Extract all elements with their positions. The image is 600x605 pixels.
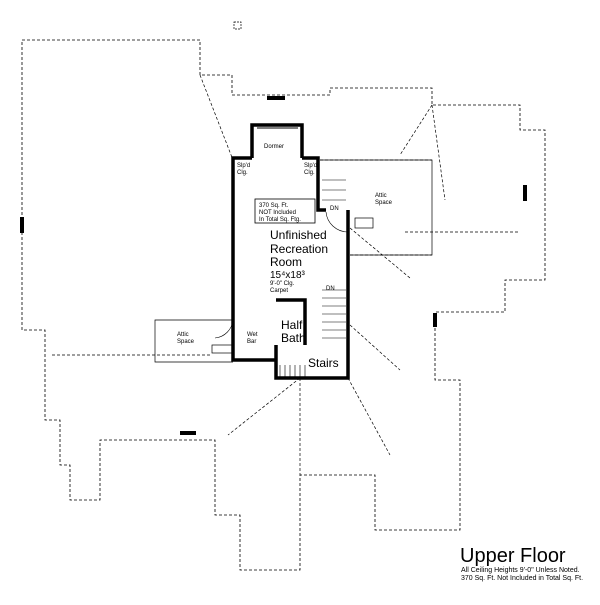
room-name: Unfinished <box>270 228 327 242</box>
dormer-label: Dormer <box>264 144 284 150</box>
room-name: Recreation <box>270 242 328 256</box>
plan-note: All Ceiling Heights 9'-0" Unless Noted. <box>461 567 580 574</box>
door-swing-attic <box>214 319 234 339</box>
room-walls <box>231 123 350 380</box>
down-label: DN <box>326 286 335 292</box>
attic-label: Space <box>177 339 195 345</box>
wet-bar-label: Wet <box>247 332 258 338</box>
note-box <box>254 198 316 224</box>
plan-note: 370 Sq. Ft. Not Included in Total Sq. Ft… <box>461 575 583 582</box>
room-ceiling: 9'-0" Clg. <box>270 281 295 287</box>
half-bath-label: Bath <box>281 331 306 345</box>
roof-outline <box>21 39 546 571</box>
vent <box>523 185 527 201</box>
plan-title: Upper Floor <box>460 545 566 567</box>
attic-label: Space <box>375 200 393 206</box>
note-line: In Total Sq. Ftg. <box>259 217 301 223</box>
down-label: DN <box>330 206 339 212</box>
note-line: 370 Sq. Ft. <box>259 203 289 209</box>
half-bath-label: Half <box>281 318 303 332</box>
attic-label: Attic <box>177 332 189 338</box>
stairs-label: Stairs <box>308 356 339 370</box>
vent <box>267 96 285 100</box>
room-name: Room <box>270 255 302 269</box>
note-line: NOT Included <box>259 210 296 216</box>
stairs-treads <box>279 179 346 378</box>
wet-bar-label: Bar <box>247 339 256 345</box>
sloped-ceiling-label: Slp'd <box>304 163 317 169</box>
vent <box>180 431 196 435</box>
vent <box>433 313 437 327</box>
door-swing <box>325 211 349 233</box>
sloped-ceiling-label: Slp'd <box>237 163 250 169</box>
room-floor: Carpet <box>270 288 288 294</box>
chimney <box>233 21 242 30</box>
room-dimensions: 15⁴x18³ <box>270 270 306 281</box>
attic-label: Attic <box>375 193 387 199</box>
sloped-ceiling-label: Clg. <box>304 170 315 176</box>
vent <box>20 217 24 233</box>
sloped-ceiling-label: Clg. <box>237 170 248 176</box>
